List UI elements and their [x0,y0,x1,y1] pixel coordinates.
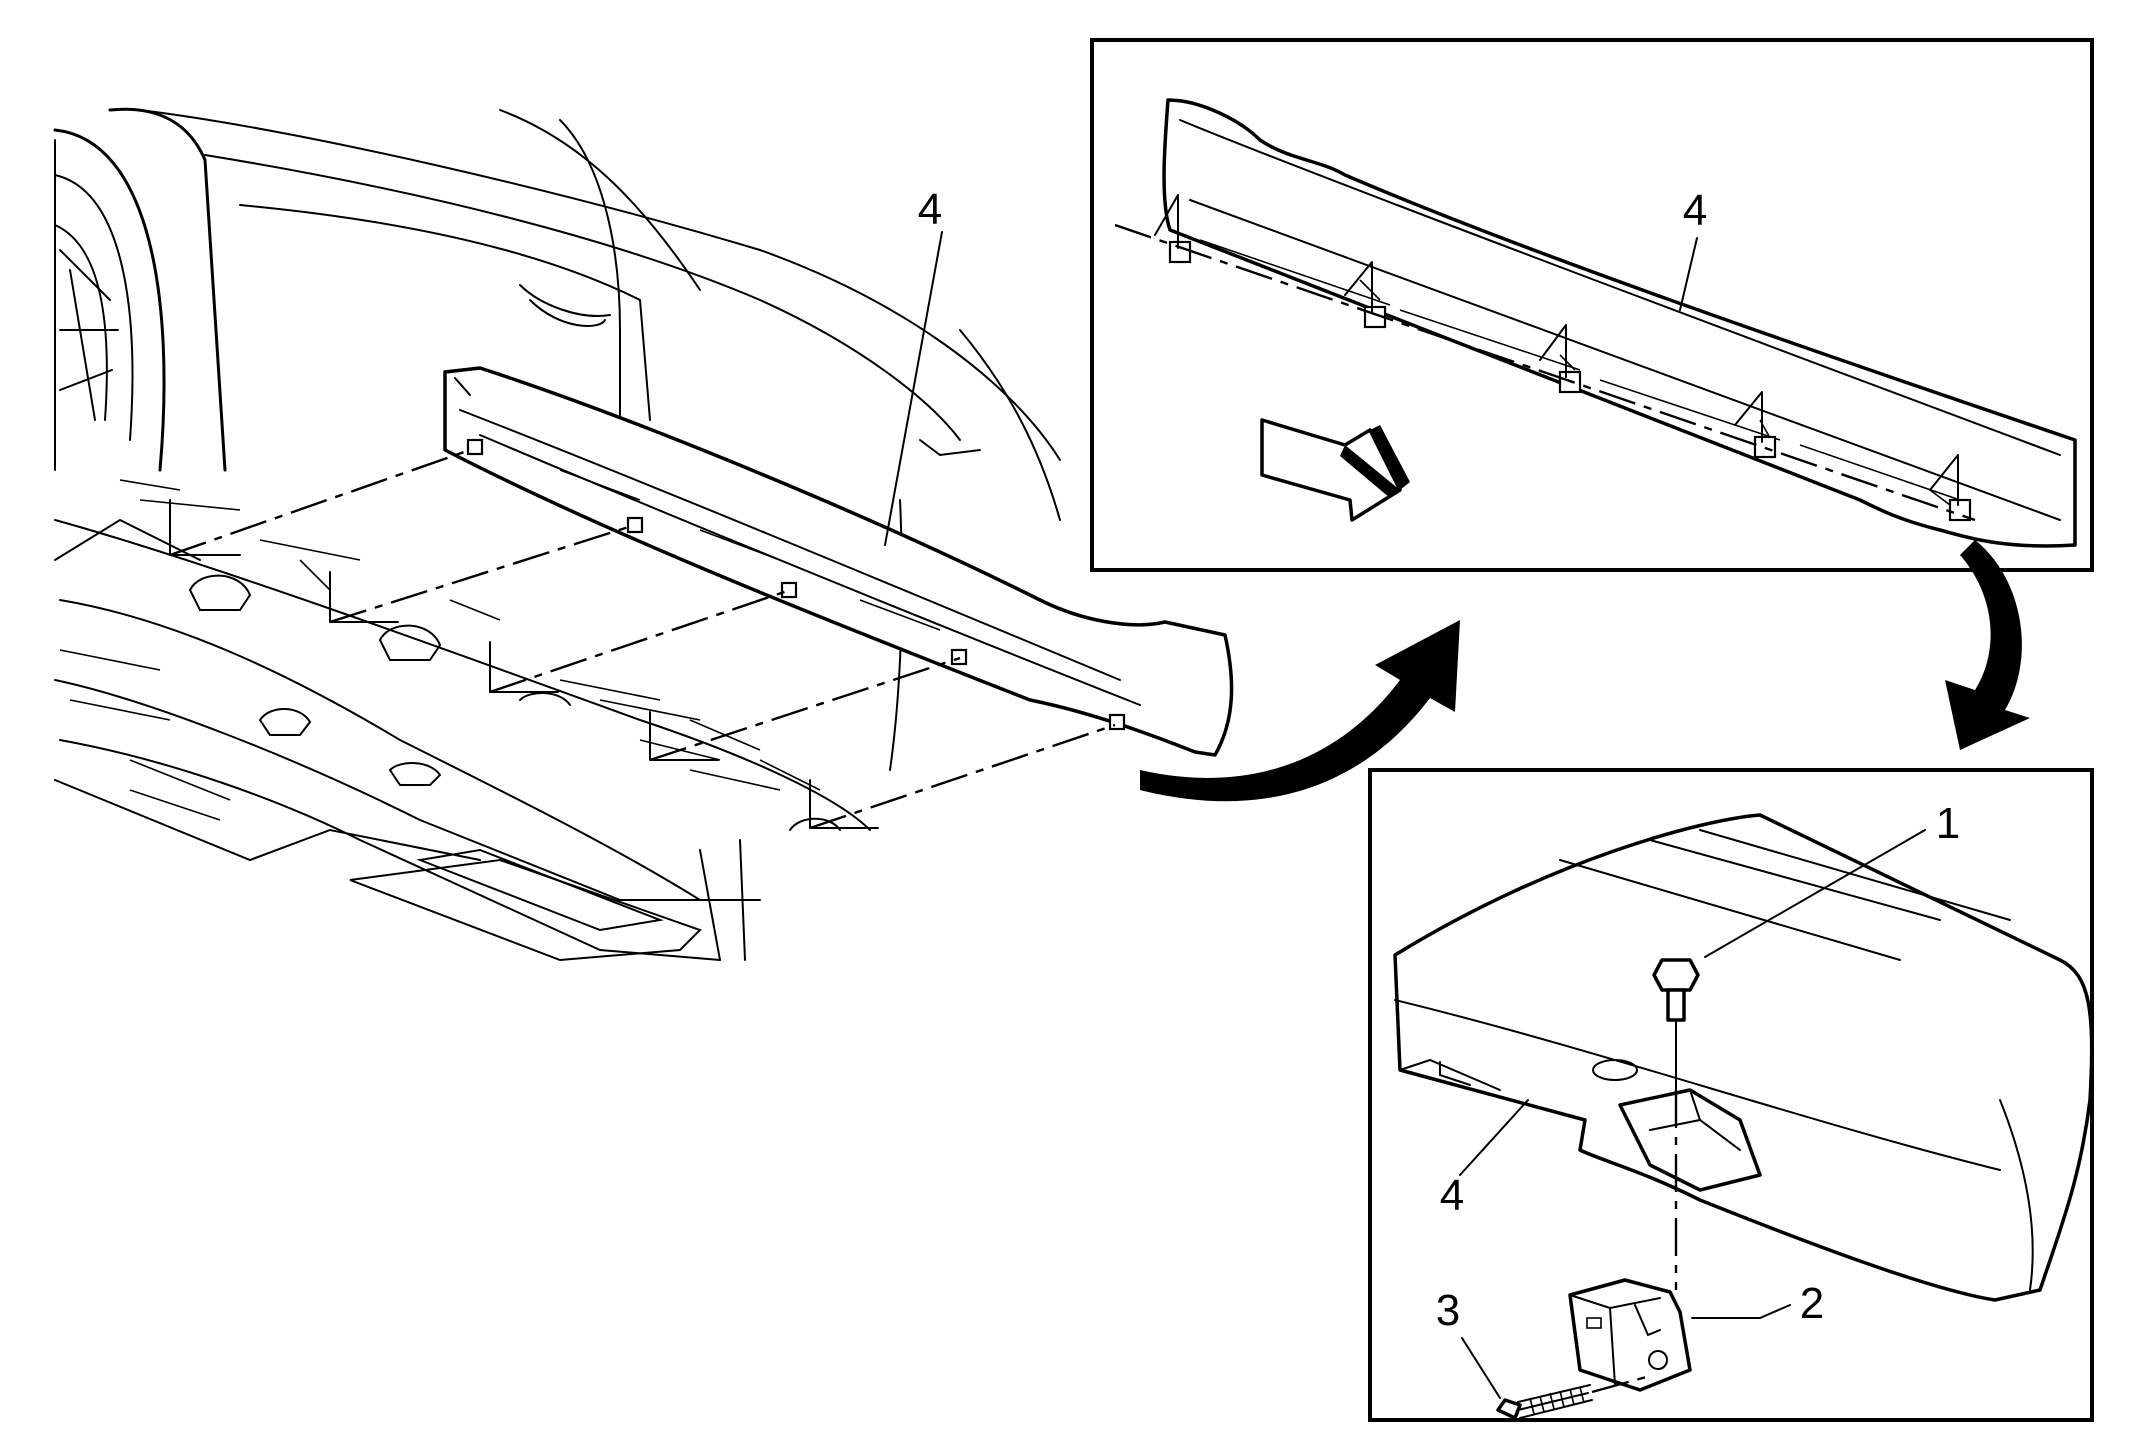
detail-frame-top [1090,38,2094,572]
leader-line-screw [1461,1337,1501,1399]
callout-bracket-rocker-panel: 4 [1440,1171,1464,1220]
callout-bolt: 1 [1936,799,1960,848]
rocker-panel-main [443,366,1234,757]
callout-bracket: 2 [1800,1279,1824,1328]
screw [1496,1384,1593,1420]
curved-arrow-to-bracket [1945,540,2030,750]
rocker-bracket [1568,1278,1692,1392]
leader-line-detail [1679,237,1698,311]
leader-line-bracket-panel [1459,1099,1529,1176]
rear-wheel [53,128,166,472]
rocker-panel-detail [1162,98,2077,548]
callout-screw: 3 [1436,1286,1460,1335]
leader-line-bracket [1691,1304,1791,1319]
view-direction-arrow [1260,418,1410,522]
leader-line-main [884,231,943,546]
vehicle-underbody-view: 4 [53,107,1234,962]
leader-line-bolt [1704,829,1926,958]
installation-lines-main [169,448,1116,830]
detail-view-bracket: 1 4 2 3 [1368,768,2094,1422]
detail-view-clip-locations: 4 [1090,38,2094,572]
callout-detail-rocker-panel: 4 [1683,186,1707,235]
push-pin-bolt [1652,958,1700,1091]
callout-main-rocker-panel: 4 [918,185,942,234]
installation-line-screw [1591,1374,1651,1394]
curved-arrow-to-detail [1140,620,1460,802]
rocker-panel-closeup [1393,813,2094,1302]
